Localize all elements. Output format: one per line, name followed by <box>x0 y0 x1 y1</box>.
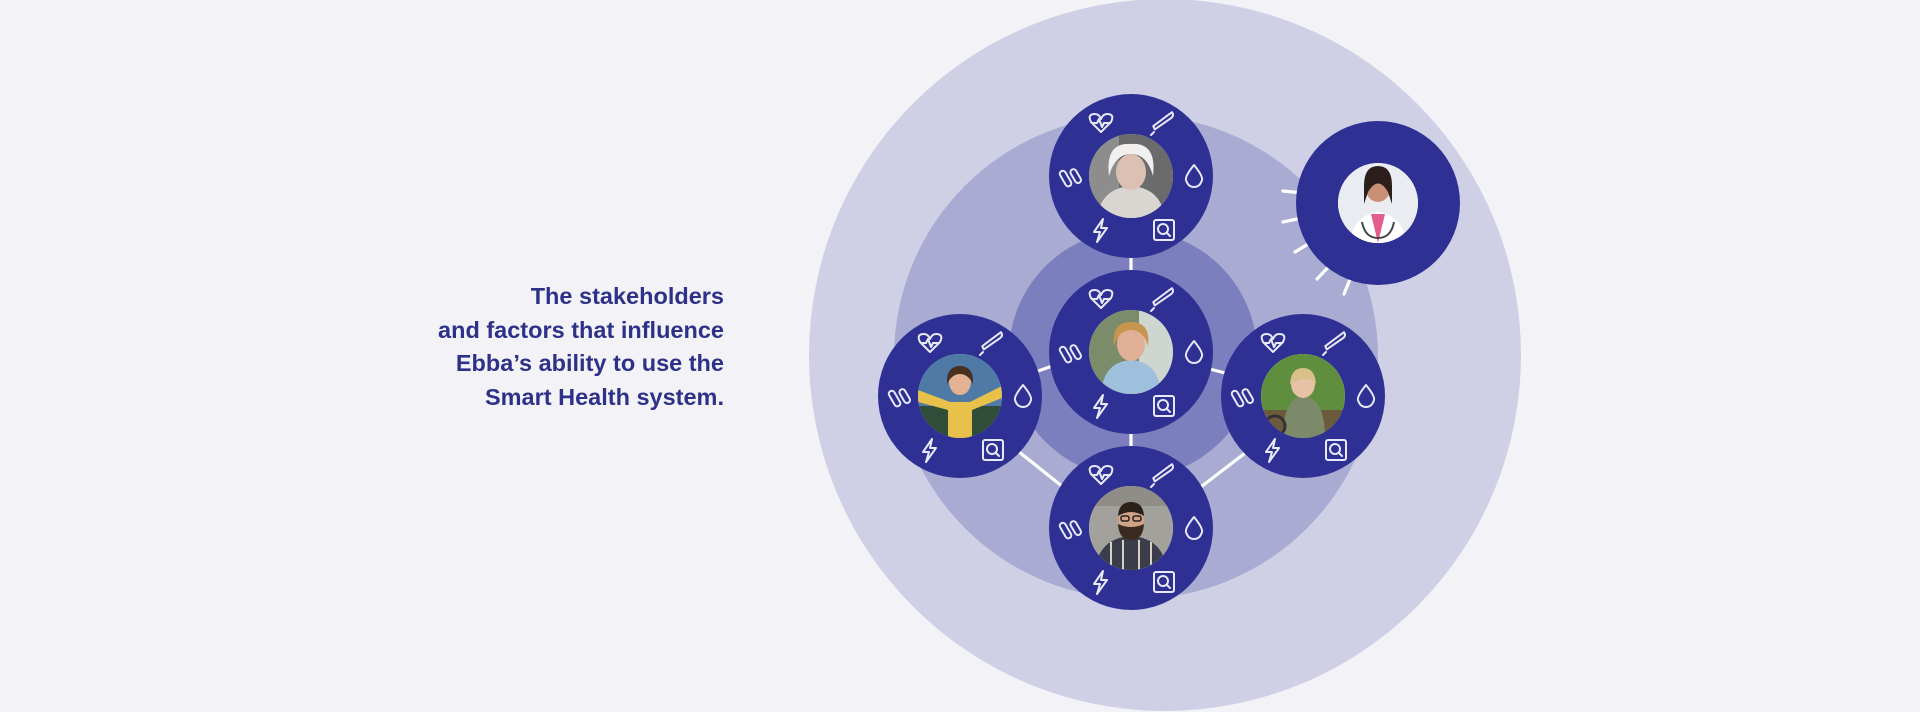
node-doctor <box>1296 121 1460 285</box>
young-woman-photo <box>918 354 1002 438</box>
doctor-photo <box>1338 163 1418 243</box>
node-elderly <box>1049 94 1213 258</box>
child-photo <box>1261 354 1345 438</box>
ebba-photo <box>1089 310 1173 394</box>
node-child <box>1221 314 1385 478</box>
node-young-woman <box>878 314 1042 478</box>
man-photo <box>1089 486 1173 570</box>
node-man <box>1049 446 1213 610</box>
elderly-photo <box>1089 134 1173 218</box>
node-ebba <box>1049 270 1213 434</box>
